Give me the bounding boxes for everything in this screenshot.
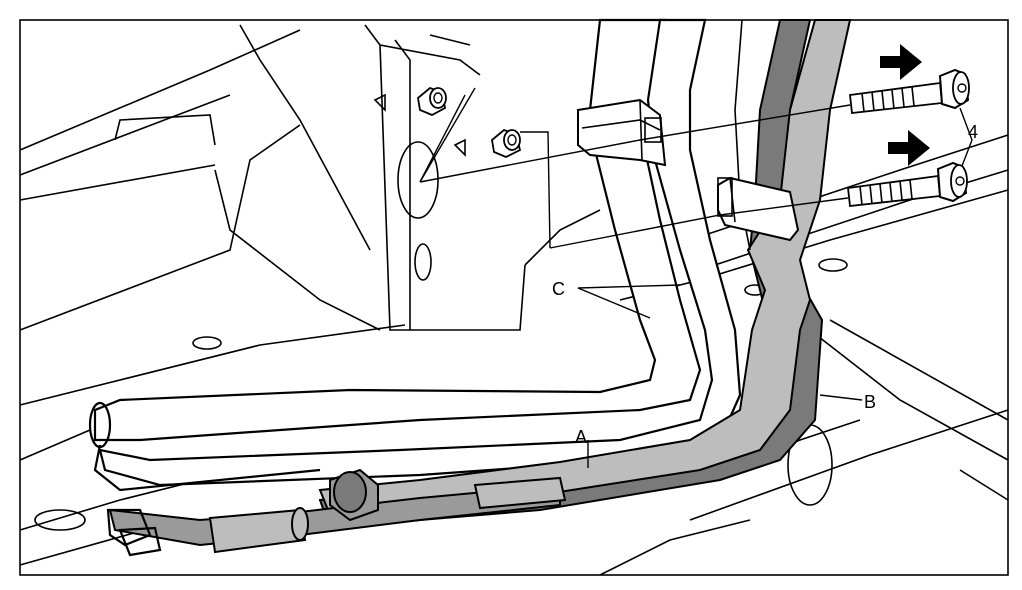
bolt-icon [847,161,968,207]
label-b: B [864,392,876,412]
leader-lines [419,87,973,468]
label-bolt-4: 4 [968,122,978,142]
nut-icon [491,128,522,158]
hose-clip [717,176,800,242]
pipe-c-assembly [88,18,742,492]
pipe-c-inner [98,18,742,487]
hose-b-light [318,19,852,517]
label-c: C [552,279,565,299]
pipe-clip-upper [577,98,667,167]
bolt-icon [849,68,970,114]
cable-a-assembly [106,468,567,557]
nut-icon [417,86,447,116]
arrow-right-icon [888,130,930,166]
arrow-right-icon [880,44,922,80]
label-a: A [575,427,587,447]
pipe-c-outer [93,18,702,442]
